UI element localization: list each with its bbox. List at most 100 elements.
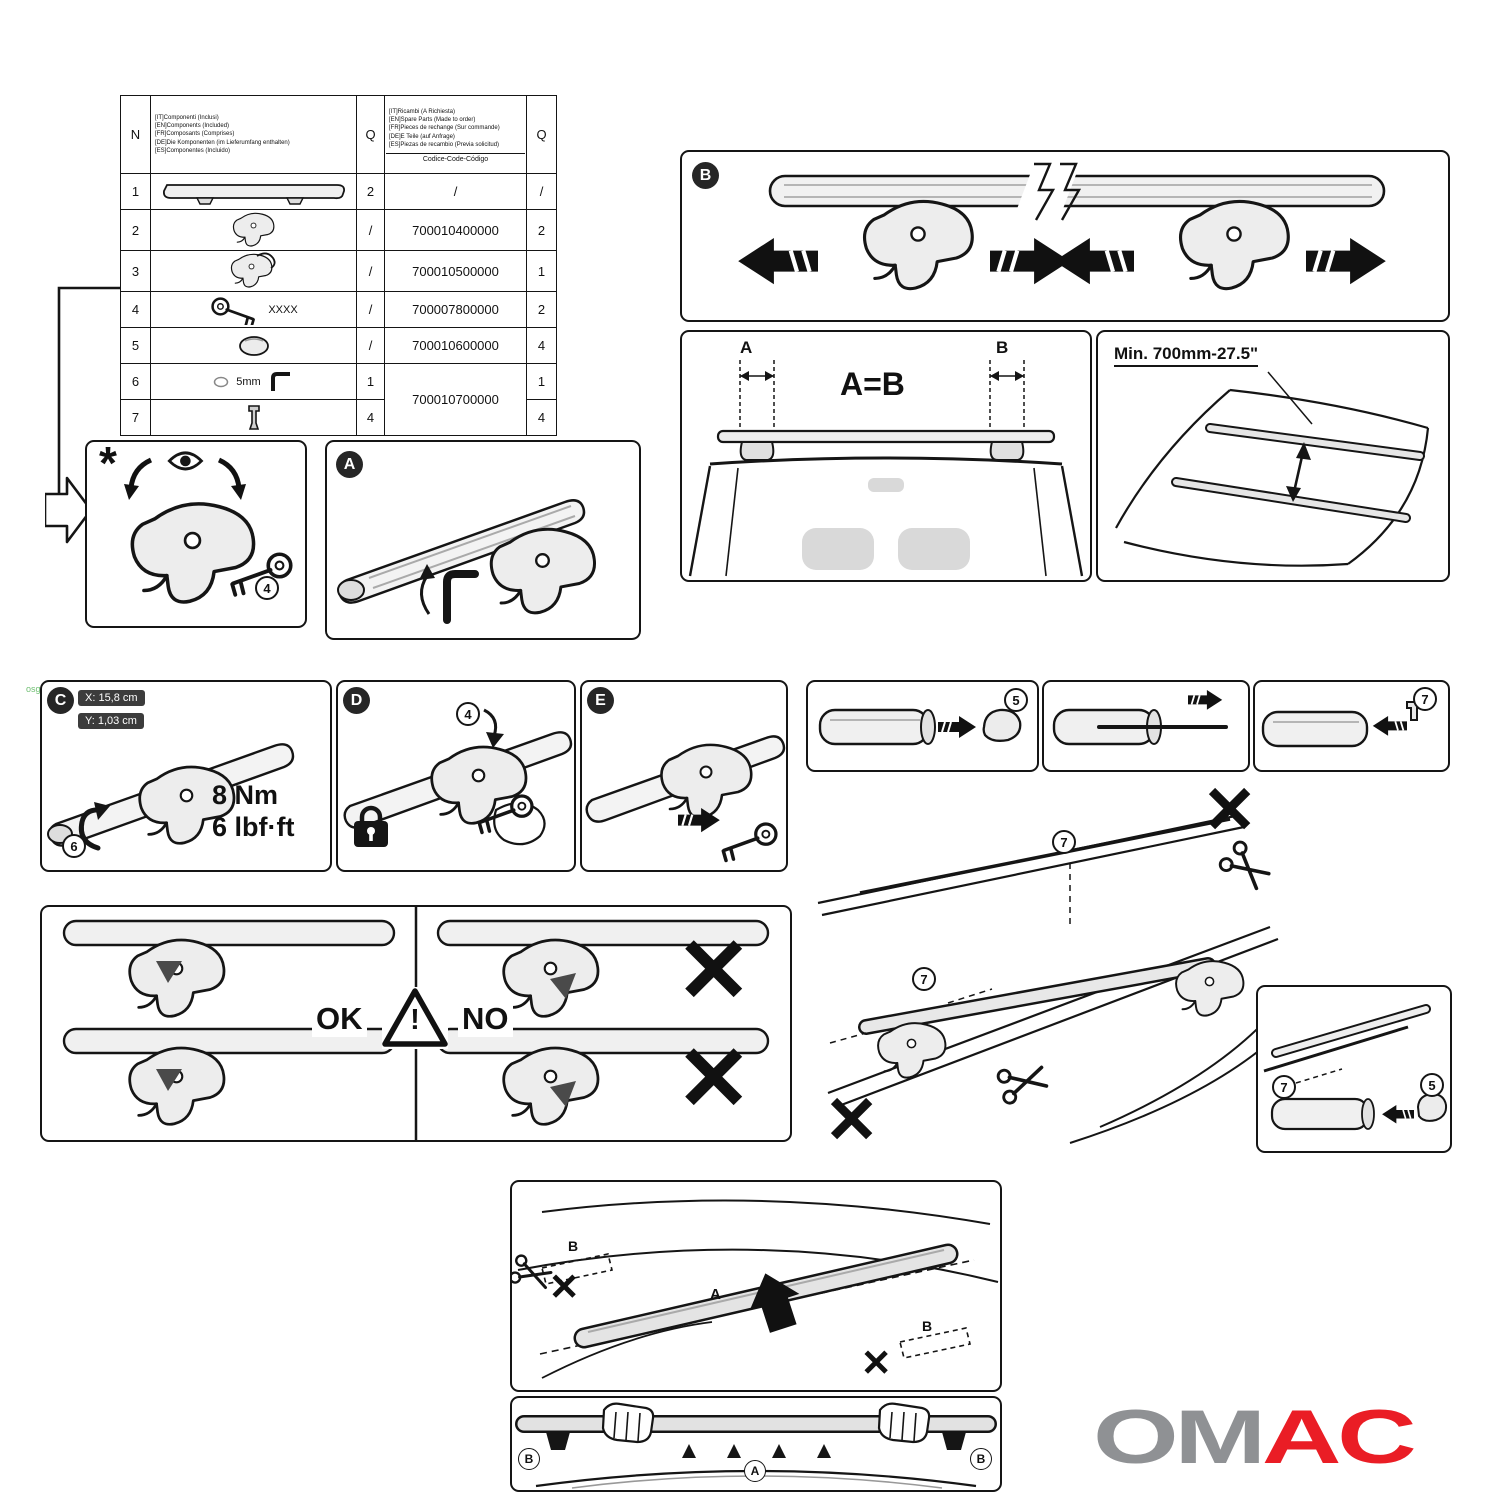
- logo-om: OM: [1093, 1395, 1266, 1480]
- panel-press-down: B A B: [510, 1396, 1002, 1492]
- header-line: [FR]Composants (Comprises): [155, 131, 235, 138]
- panel-key-check: * 4: [85, 437, 307, 628]
- callout-4: 4: [456, 702, 480, 726]
- placement-b-left-label: B: [568, 1238, 579, 1254]
- row-q: 4: [356, 399, 385, 436]
- asterisk-symbol: *: [99, 437, 117, 489]
- row-q: 2: [356, 173, 385, 210]
- table-leader-arrow: [45, 286, 120, 544]
- end-cap-step-illustration: [818, 708, 1022, 746]
- panel-min-distance: Min. 700mm-27.5": [1096, 330, 1450, 582]
- t-bolt-icon: [247, 404, 260, 430]
- header-line: [DE]Die Komponenten (im Lieferumfang ent…: [155, 139, 290, 146]
- header-line: [EN]Spare Parts (Made to order): [389, 117, 476, 124]
- col-q-spare-header: Q: [526, 95, 557, 174]
- bar-allen-key-illustration: [337, 499, 597, 624]
- included-header: [IT]Componenti (Inclusi) [EN]Components …: [150, 95, 357, 174]
- code-header: Codice-Code-Código: [386, 152, 525, 163]
- spare-header: [IT]Ricambi (A Richiesta) [EN]Spare Part…: [384, 95, 527, 174]
- bar-placement-illustration: [512, 1199, 999, 1379]
- strip-pull-illustration: [1052, 689, 1228, 746]
- row-q: /: [526, 173, 557, 210]
- row-q: 4: [526, 399, 557, 436]
- lock-icon: [354, 805, 388, 847]
- strip-cap-illustration: [1263, 1004, 1448, 1131]
- panel-a-label: A: [336, 451, 363, 478]
- key-label: XXXX: [268, 303, 298, 316]
- placement-a-label: A: [710, 1286, 721, 1303]
- header-line: [FR]Pieces de rechange (Sur commande): [389, 125, 500, 132]
- row-code: 700010600000: [384, 327, 527, 364]
- bar-hook-illustration: [47, 743, 295, 851]
- panel-remove-cap: 5: [806, 680, 1039, 772]
- panel-d-label: D: [343, 687, 370, 714]
- panel-insert-bolt: 7: [1253, 680, 1450, 772]
- row-q: 1: [526, 250, 557, 292]
- clamp-key-illustration: [124, 451, 293, 604]
- key-icon: [211, 296, 256, 325]
- ok-no-illustration: [62, 907, 770, 1140]
- ok-label: OK: [312, 1001, 367, 1037]
- table-row: 7 4 4: [120, 399, 557, 436]
- allen-key-icon: [270, 371, 290, 391]
- panel-pull-strip: [1042, 680, 1250, 772]
- header-line: [IT]Componenti (Inclusi): [155, 115, 219, 122]
- col-q-included-header: Q: [356, 95, 385, 174]
- callout-7: 7: [1272, 1075, 1296, 1099]
- callout-5: 5: [1420, 1073, 1444, 1097]
- min-distance-label: Min. 700mm-27.5": [1114, 344, 1259, 367]
- panel-e-label: E: [587, 687, 614, 714]
- row-q: 1: [526, 363, 557, 400]
- table-row: 4 XXXX / 700007800000 2: [120, 291, 557, 328]
- table-row: 5 / 700010600000 4: [120, 327, 557, 364]
- panel-c-torque: C X: 15,8 cm Y: 1,03 cm 8 Nm 6 lbf·ft 6: [40, 680, 332, 872]
- row-n: 7: [120, 399, 151, 436]
- dim-a-label: A: [740, 338, 753, 357]
- row-q: /: [356, 250, 385, 292]
- equation-label: A=B: [840, 366, 905, 402]
- clamp-icon: [232, 212, 274, 247]
- row-code: 700007800000: [384, 291, 527, 328]
- row-n: 3: [120, 250, 151, 292]
- roof-overview-illustration: 7 7: [800, 775, 1295, 1160]
- panel-b-label: B: [692, 162, 719, 189]
- warning-triangle-icon: !: [382, 987, 448, 1049]
- row-code: 700010700000: [384, 363, 527, 436]
- row-code: /: [384, 173, 527, 210]
- press-down-illustration: [515, 1402, 997, 1489]
- washer-icon: [214, 376, 229, 387]
- no-label: NO: [458, 1001, 513, 1037]
- header-line: [ES]Componentes (Incluido): [155, 147, 231, 154]
- logo-ac: AC: [1261, 1395, 1417, 1480]
- callout-6: 6: [62, 834, 86, 858]
- placement-b-right-label: B: [922, 1318, 933, 1334]
- panel-ok-no: OK ! NO: [40, 905, 792, 1142]
- callout-7: 7: [912, 967, 936, 991]
- row-n: 2: [120, 209, 151, 251]
- header-line: [EN]Components (Included): [155, 123, 230, 130]
- car-roof-spacing-illustration: [688, 360, 1084, 577]
- callout-5: 5: [1004, 688, 1028, 712]
- torque-lbf-label: 6 lbf·ft: [212, 812, 295, 842]
- y-dimension-badge: Y: 1,03 cm: [78, 713, 144, 729]
- panel-e-remove-key: E: [580, 680, 788, 872]
- table-row: 1 2 / /: [120, 173, 557, 210]
- panel-d-lock: D 4: [336, 680, 576, 872]
- row-q: /: [356, 209, 385, 251]
- press-b-left-label: B: [518, 1448, 540, 1470]
- header-line: [IT]Ricambi (A Richiesta): [389, 109, 456, 116]
- x-dimension-badge: X: 15,8 cm: [78, 690, 145, 706]
- table-row: 6 5mm 1 700010700000 1: [120, 363, 557, 436]
- torque-nm-label: 8 Nm: [212, 780, 279, 810]
- row-q: /: [356, 327, 385, 364]
- roof-bar-icon: [162, 183, 345, 205]
- press-b-right-label: B: [970, 1448, 992, 1470]
- lock-key-illustration: [343, 708, 573, 847]
- dim-b-label: B: [996, 338, 1009, 357]
- callout-7: 7: [1413, 687, 1437, 711]
- row-q: 1: [356, 363, 385, 400]
- col-n-header: N: [120, 95, 151, 174]
- press-a-label: A: [744, 1460, 766, 1482]
- panel-a-tighten: A: [325, 440, 641, 640]
- panel-equal-spacing: A B A=B: [680, 330, 1092, 582]
